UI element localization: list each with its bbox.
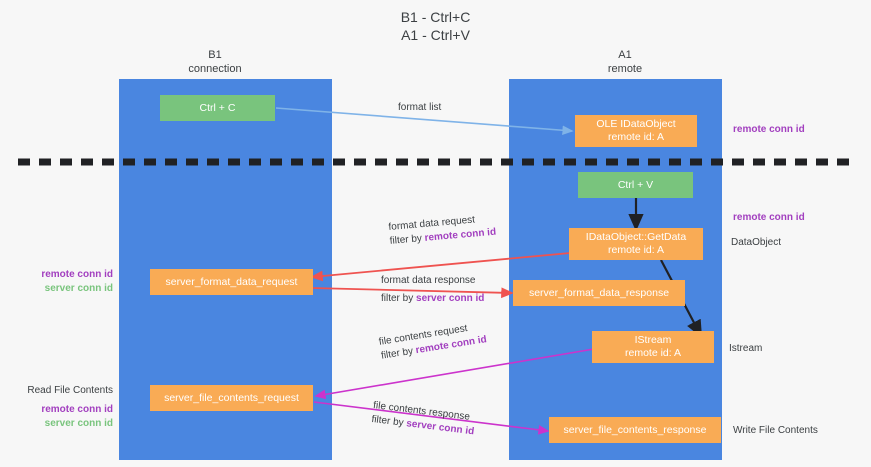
edge-label-file-contents-request: file contents request filter by remote c… [378, 319, 488, 363]
node-idataobject-getdata-label: IDataObject::GetData [585, 231, 687, 243]
annotation-left-remote-conn-id-2: remote conn id [41, 404, 113, 415]
node-server-format-data-response[interactable]: server_format_data_response [513, 280, 685, 306]
column-header-b1: B1 connection [155, 48, 275, 76]
node-idataobject-getdata-sublabel: remote id: A [607, 244, 665, 256]
node-server-file-contents-request[interactable]: server_file_contents_request [150, 385, 313, 411]
edge-label-fdresp-line2: filter by server conn id [381, 292, 484, 306]
node-server-file-contents-request-label: server_file_contents_request [164, 391, 299, 404]
node-ctrl-v[interactable]: Ctrl + V [578, 172, 693, 198]
diagram-title-line1: B1 - Ctrl+C [400, 9, 471, 25]
annotation-right-remote-conn-id-2: remote conn id [733, 212, 805, 223]
annotation-left-remote-conn-id: remote conn id [41, 269, 113, 280]
node-istream-label: IStream [634, 334, 672, 346]
column-header-b1-role: connection [188, 63, 242, 75]
column-header-a1-name: A1 [618, 49, 632, 61]
edge-label-fdresp-keyword: server conn id [416, 293, 485, 304]
column-header-a1-role: remote [607, 63, 643, 75]
node-server-format-data-response-label: server_format_data_response [528, 286, 670, 299]
node-server-format-data-request[interactable]: server_format_data_request [150, 269, 313, 295]
edge-label-fdresp-prefix: filter by [381, 293, 417, 304]
annotation-right-write-file-contents: Write File Contents [733, 425, 818, 436]
diagram-title-line2: A1 - Ctrl+V [401, 27, 470, 43]
edge-label-fdresp-line1: format data response [381, 275, 476, 286]
edge-label-format-data-request: format data request filter by remote con… [388, 212, 497, 249]
annotation-left-server-conn-id: server conn id [44, 283, 113, 294]
column-header-a1: A1 remote [565, 48, 685, 76]
edge-label-format-list: format list [398, 101, 441, 115]
node-ctrl-c[interactable]: Ctrl + C [160, 95, 275, 121]
node-istream[interactable]: IStream remote id: A [592, 331, 714, 363]
edge-label-fcresp-prefix: filter by [370, 413, 407, 430]
annotation-right-dataobject: DataObject [731, 237, 782, 248]
annotation-left-server-conn-id-2: server conn id [44, 418, 113, 429]
column-header-b1-name: B1 [208, 49, 222, 61]
node-idataobject-label: OLE IDataObject [596, 118, 676, 130]
node-ctrl-v-label: Ctrl + V [617, 178, 654, 191]
annotation-right-remote-conn-id-1: remote conn id [733, 124, 805, 135]
node-idataobject-getdata[interactable]: IDataObject::GetData remote id: A [569, 228, 703, 260]
node-idataobject[interactable]: OLE IDataObject remote id: A [575, 115, 697, 147]
edge-label-format-list-line1: format list [398, 102, 442, 113]
node-server-file-contents-response-label: server_file_contents_response [563, 423, 707, 436]
annotation-left-read-file-contents: Read File Contents [27, 385, 113, 396]
edge-label-file-contents-response: file contents response filter by server … [371, 399, 477, 439]
node-idataobject-sublabel: remote id: A [607, 131, 665, 143]
node-istream-sublabel: remote id: A [624, 347, 682, 359]
node-server-file-contents-response[interactable]: server_file_contents_response [549, 417, 721, 443]
node-ctrl-c-label: Ctrl + C [199, 101, 236, 114]
annotation-right-istream: Istream [729, 343, 763, 354]
edge-label-fdreq-prefix: filter by [389, 232, 426, 247]
edge-label-format-data-response: format data response filter by server co… [381, 274, 484, 306]
node-server-format-data-request-label: server_format_data_request [165, 275, 298, 288]
